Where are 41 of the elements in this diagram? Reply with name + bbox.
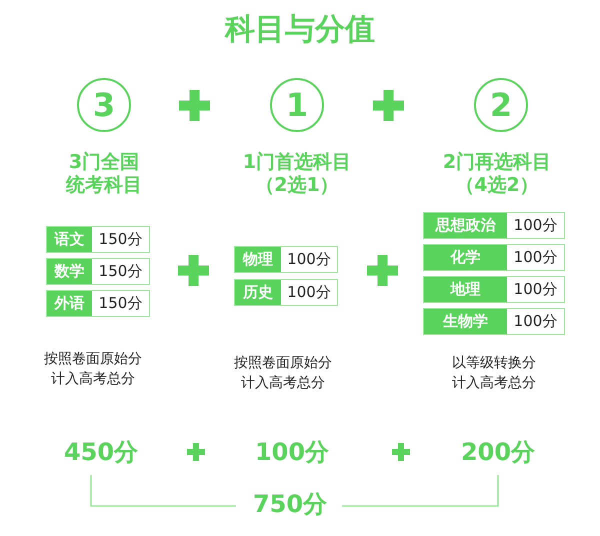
subject-score-row bbox=[423, 244, 565, 271]
note-text: 按照卷面原始分计入高考总分 bbox=[43, 350, 143, 389]
column-heading: 2门再选科目（4选2） bbox=[442, 151, 552, 197]
score-value: 100分 bbox=[512, 215, 558, 236]
subject-name: 历史 bbox=[235, 280, 281, 305]
subject-score-row bbox=[46, 290, 150, 317]
subject-name: 地理 bbox=[424, 277, 507, 302]
subtotal-score: 200分 bbox=[460, 437, 536, 467]
subject-name: 思想政治 bbox=[424, 213, 507, 238]
subject-score-row bbox=[423, 276, 565, 303]
subject-name: 物理 bbox=[235, 247, 281, 272]
subtotal-score: 100分 bbox=[254, 437, 330, 467]
subject-score-row bbox=[423, 212, 565, 239]
score-value: 100分 bbox=[286, 282, 332, 303]
subtotal-score: 450分 bbox=[64, 437, 138, 467]
number-circle: 2 bbox=[474, 78, 528, 132]
subject-score-row bbox=[46, 258, 150, 285]
subject-score-row bbox=[234, 246, 338, 273]
score-value: 150分 bbox=[98, 229, 144, 250]
column-heading: 1门首选科目（2选1） bbox=[242, 151, 352, 197]
score-value: 100分 bbox=[512, 311, 558, 332]
number-circle: 1 bbox=[270, 78, 324, 132]
note-text: 按照卷面原始分计入高考总分 bbox=[233, 354, 333, 393]
note-text: 以等级转换分计入高考总分 bbox=[451, 354, 537, 393]
grand-total: 750分 bbox=[252, 489, 328, 519]
score-value: 100分 bbox=[512, 247, 558, 268]
column-heading: 3门全国统考科目 bbox=[64, 151, 143, 197]
subject-name: 外语 bbox=[47, 291, 92, 316]
score-value: 100分 bbox=[286, 249, 332, 270]
number-circle: 3 bbox=[77, 78, 131, 132]
score-value: 100分 bbox=[512, 279, 558, 300]
score-value: 150分 bbox=[98, 293, 144, 314]
subject-name: 生物学 bbox=[424, 309, 507, 334]
subject-score-row bbox=[46, 226, 150, 253]
subject-score-row bbox=[423, 308, 565, 335]
subject-score-row bbox=[234, 279, 338, 306]
subject-name: 语文 bbox=[47, 227, 92, 252]
score-value: 150分 bbox=[98, 261, 144, 282]
subject-name: 化学 bbox=[424, 245, 507, 270]
subject-name: 数学 bbox=[47, 259, 92, 284]
title: 科目与分值 bbox=[225, 12, 375, 48]
